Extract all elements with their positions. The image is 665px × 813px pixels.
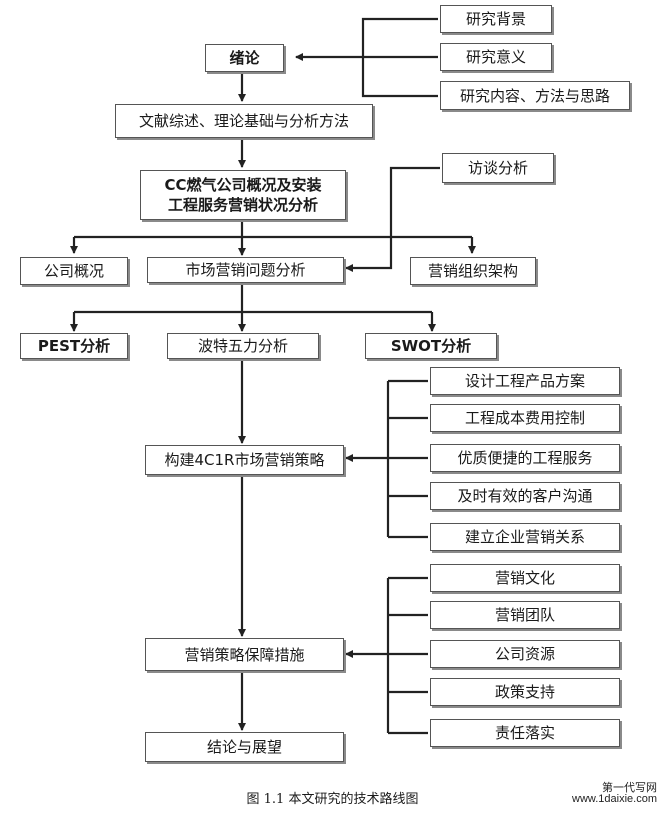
node-literature-review: 文献综述、理论基础与分析方法 bbox=[115, 104, 373, 138]
node-porter-five-forces: 波特五力分析 bbox=[167, 333, 319, 359]
watermark-line1: 第一代写网 bbox=[602, 782, 657, 794]
node-design-product-plan: 设计工程产品方案 bbox=[430, 367, 620, 395]
node-customer-communication: 及时有效的客户沟通 bbox=[430, 482, 620, 510]
node-conclusion: 结论与展望 bbox=[145, 732, 344, 762]
node-research-significance: 研究意义 bbox=[440, 43, 552, 71]
node-4c1r-strategy: 构建4C1R市场营销策略 bbox=[145, 445, 344, 475]
node-quality-service: 优质便捷的工程服务 bbox=[430, 444, 620, 472]
node-research-background: 研究背景 bbox=[440, 5, 552, 33]
node-marketing-culture: 营销文化 bbox=[430, 564, 620, 592]
node-market-problem-analysis: 市场营销问题分析 bbox=[147, 257, 344, 283]
node-company-overview: 公司概况 bbox=[20, 257, 128, 285]
node-policy-support: 政策支持 bbox=[430, 678, 620, 706]
watermark-line2: www.1daixie.com bbox=[572, 793, 657, 805]
node-introduction: 绪论 bbox=[205, 44, 284, 72]
node-safeguard-measures: 营销策略保障措施 bbox=[145, 638, 344, 671]
node-marketing-relationship: 建立企业营销关系 bbox=[430, 523, 620, 551]
node-cc-overview-line2: 工程服务营销状况分析 bbox=[167, 196, 318, 214]
node-marketing-organization: 营销组织架构 bbox=[410, 257, 536, 285]
node-cost-control: 工程成本费用控制 bbox=[430, 404, 620, 432]
node-swot-analysis: SWOT分析 bbox=[365, 333, 497, 359]
node-responsibility: 责任落实 bbox=[430, 719, 620, 747]
node-research-content: 研究内容、方法与思路 bbox=[440, 81, 630, 110]
node-cc-overview-line1: CC燃气公司概况及安装 bbox=[164, 176, 322, 194]
node-cc-company-overview: CC燃气公司概况及安装 工程服务营销状况分析 bbox=[140, 170, 346, 220]
figure-caption: 图 1.1 本文研究的技术路线图 bbox=[246, 792, 419, 807]
node-company-resources: 公司资源 bbox=[430, 640, 620, 668]
node-marketing-team: 营销团队 bbox=[430, 601, 620, 629]
node-pest-analysis: PEST分析 bbox=[20, 333, 128, 359]
node-interview-analysis: 访谈分析 bbox=[442, 153, 554, 183]
